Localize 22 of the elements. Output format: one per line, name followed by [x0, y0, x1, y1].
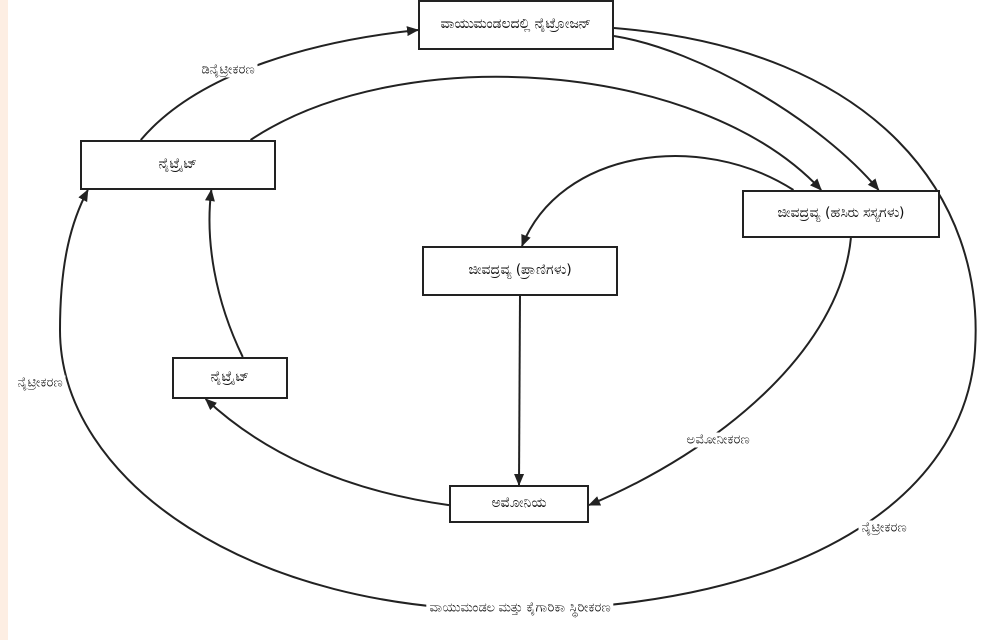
process-box	[172, 357, 288, 399]
process-label: ನೈಟ್ರೀಕರಣ	[858, 520, 910, 536]
node-text: ವಾಯುಮಂಡಲದಲ್ಲಿ ನೈಟ್ರೋಜನ್	[440, 16, 592, 34]
arrow	[140, 26, 419, 141]
arrow	[521, 155, 794, 247]
node-text: ಅಮೋನಿಯ	[492, 495, 546, 513]
node-text: ಜೀವದ್ರವ್ಯ (ಪ್ರಾಣಿಗಳು)	[468, 262, 572, 280]
arrow	[514, 296, 524, 486]
node-text: ನೈಟ್ರೈಟ್	[210, 369, 250, 387]
arrow	[588, 238, 852, 506]
arrow	[204, 398, 450, 506]
arrow	[614, 35, 880, 191]
process-box	[422, 246, 618, 296]
process-box	[449, 485, 589, 523]
process-box	[418, 0, 614, 50]
edge-label: ವಾಯುಮಂಡಲ ಮತ್ತು ಕೈಗಾರಿಕಾ ಸ್ಥಿರೀಕರಣ	[426, 600, 614, 616]
node-text: ನೈಟ್ರೈಟ್	[158, 156, 198, 174]
arrow	[250, 76, 822, 191]
node-text: ಜೀವದ್ರವ್ಯ (ಹಸಿರು ಸಸ್ಯಗಳು)	[778, 205, 904, 223]
arrow	[205, 189, 244, 358]
process-box	[80, 140, 276, 190]
process-box	[742, 190, 940, 238]
